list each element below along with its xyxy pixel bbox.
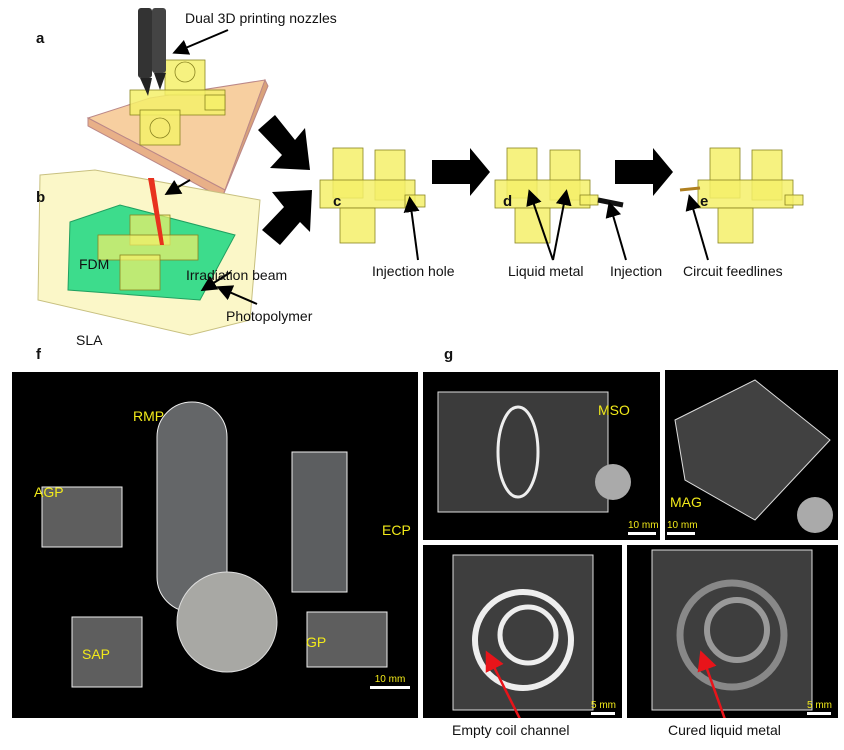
label-fdm: FDM: [79, 256, 110, 272]
label-injection-hole: Injection hole: [372, 263, 455, 279]
part-fdm: [129, 59, 226, 146]
photo-empty-coil: 5 mm: [423, 545, 622, 718]
panel-label-g: g: [444, 346, 454, 363]
arrow-a-to-c: [258, 115, 310, 170]
label-mag: MAG: [670, 494, 702, 510]
caption-empty-coil: Empty coil channel: [452, 722, 570, 738]
label-injection: Injection: [610, 263, 663, 279]
injection-needle: [597, 197, 624, 208]
part-c: [319, 147, 426, 244]
label-mso: MSO: [598, 402, 630, 418]
panel-label-b: b: [36, 189, 46, 206]
label-sla: SLA: [76, 332, 103, 348]
photo-cured-metal: 5 mm: [627, 545, 838, 718]
schematic-drawings: [37, 8, 804, 336]
label-sap: SAP: [82, 646, 111, 662]
label-feedlines: Circuit feedlines: [683, 263, 783, 279]
label-nozzles: Dual 3D printing nozzles: [185, 10, 337, 26]
label-liquid-metal: Liquid metal: [508, 263, 584, 279]
panel-label-a: a: [36, 30, 45, 47]
scale-text: 10 mm: [374, 674, 406, 685]
ecp-part: [291, 451, 348, 593]
gp-part: [306, 611, 388, 668]
irradiation-beam: [148, 178, 164, 245]
agp-part: [41, 486, 123, 548]
photo-mso: MSO 10 mm: [423, 372, 660, 540]
scale-text: 5 mm: [807, 700, 832, 711]
scale-bar-cured: 5 mm: [807, 700, 832, 715]
printing-nozzles: [138, 8, 166, 96]
scale-text: 10 mm: [667, 520, 698, 531]
panel-label-e: e: [700, 193, 709, 210]
photo-mag: MAG 10 mm: [665, 370, 838, 540]
scale-text: 10 mm: [628, 520, 659, 531]
scale-bar-empty: 5 mm: [591, 700, 616, 715]
part-d: [494, 147, 599, 244]
label-gp: GP: [306, 634, 327, 650]
scale-bar-f: 10 mm: [370, 674, 410, 689]
panel-label-f: f: [36, 346, 41, 363]
part-sla: [97, 214, 199, 291]
scale-bar-mag: 10 mm: [667, 520, 698, 535]
arrow-d-to-e: [615, 148, 673, 196]
panel-label-d: d: [503, 193, 513, 210]
caption-cured-metal: Cured liquid metal: [668, 722, 781, 738]
scale-text: 5 mm: [591, 700, 616, 711]
coin: [176, 571, 278, 673]
label-agp: AGP: [34, 484, 64, 500]
arrow-c-to-d: [432, 148, 490, 196]
photo-printed-parts: RMP AGP ECP SAP GP 10 mm: [12, 372, 418, 718]
sap-part: [71, 616, 143, 688]
label-ecp: ECP: [382, 522, 411, 538]
panel-label-c: c: [333, 193, 342, 210]
label-rmp: RMP: [133, 408, 165, 424]
feedlines: [679, 186, 701, 192]
label-beam: Irradiation beam: [186, 267, 288, 283]
part-e: [697, 147, 804, 244]
scale-bar-mso: 10 mm: [628, 520, 659, 535]
arrow-b-to-c: [262, 190, 312, 245]
label-photopolymer: Photopolymer: [226, 308, 313, 324]
